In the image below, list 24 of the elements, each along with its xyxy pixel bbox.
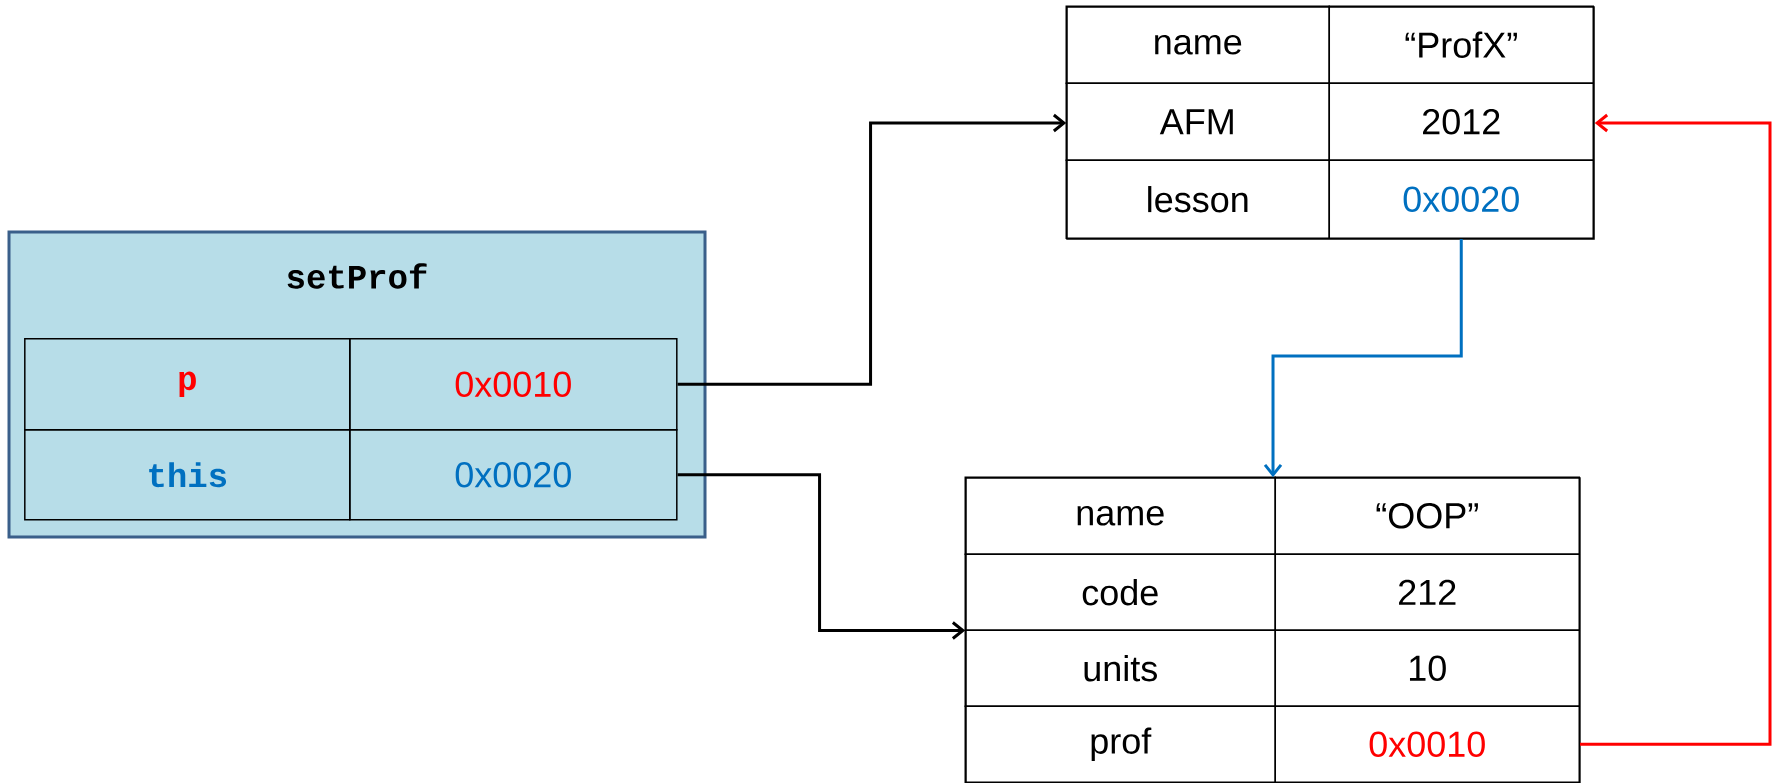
table-cell: 0x0020: [349, 429, 678, 521]
table-cell: p: [24, 338, 351, 431]
arrow: [1263, 239, 1463, 478]
table-cell: prof: [964, 705, 1276, 783]
table-cell: AFM: [1065, 82, 1330, 161]
table-cell: name: [1065, 5, 1330, 84]
arrow: [1580, 113, 1772, 746]
table-cell: “ProfX”: [1328, 5, 1594, 84]
table-cell: 0x0010: [349, 338, 678, 431]
table-cell: 0x0020: [1328, 159, 1594, 239]
table-cell: 212: [1274, 553, 1580, 631]
table-cell: units: [964, 629, 1276, 707]
table-cell: lesson: [1065, 159, 1330, 239]
table-cell: this: [24, 429, 351, 521]
arrow: [677, 473, 966, 640]
object-table: [1066, 6, 1595, 240]
arrow: [677, 113, 1067, 386]
object-table: [965, 477, 1581, 783]
table-cell: 0x0010: [1274, 705, 1580, 783]
table-cell: code: [964, 553, 1276, 631]
table-cell: name: [964, 476, 1276, 555]
table-cell: 2012: [1328, 82, 1594, 161]
table-cell: 10: [1274, 629, 1580, 707]
table-cell: “OOP”: [1274, 476, 1580, 555]
